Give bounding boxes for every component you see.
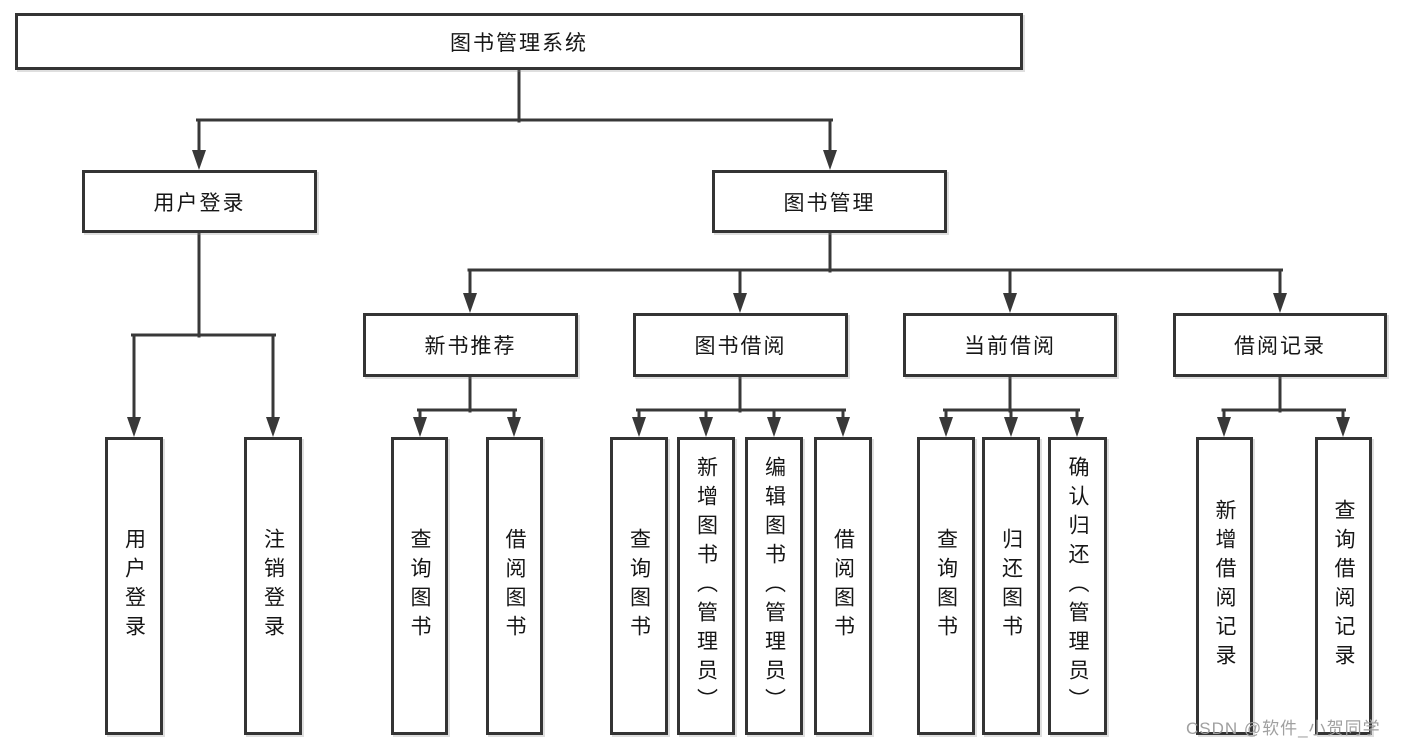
node-book-management-system-label: 图书管理系统	[450, 31, 588, 55]
leaf-add-books-admin: 新增图书（管理员）	[677, 437, 735, 735]
leaf-query-borrow-record: 查询借阅记录	[1315, 437, 1372, 735]
node-book-management-system: 图书管理系统	[15, 13, 1023, 70]
node-current-borrowing-label: 当前借阅	[964, 335, 1056, 358]
leaf-return-books-label: 归还图书	[999, 528, 1023, 644]
connector-lines	[131, 68, 1346, 421]
node-borrowing-records: 借阅记录	[1173, 313, 1387, 377]
node-book-management-label: 图书管理	[783, 191, 876, 215]
node-new-book-recommendation: 新书推荐	[363, 313, 578, 377]
node-user-login: 用户登录	[82, 170, 317, 233]
leaf-query-books-recommend-label: 查询图书	[408, 528, 432, 644]
leaf-add-borrow-record-label: 新增借阅记录	[1213, 499, 1237, 673]
leaf-user-login: 用户登录	[105, 437, 163, 735]
node-borrowing-records-label: 借阅记录	[1234, 335, 1326, 358]
leaf-query-books-recommend: 查询图书	[391, 437, 448, 735]
leaf-borrow-books: 借阅图书	[814, 437, 872, 735]
leaf-query-books-borrow-label: 查询图书	[627, 528, 651, 644]
arrowhead-icons	[127, 150, 1350, 437]
node-user-login-label: 用户登录	[153, 191, 246, 215]
leaf-add-books-admin-label: 新增图书（管理员）	[694, 455, 718, 717]
leaf-add-borrow-record: 新增借阅记录	[1196, 437, 1253, 735]
leaf-confirm-return-admin: 确认归还（管理员）	[1048, 437, 1107, 735]
leaf-confirm-return-admin-label: 确认归还（管理员）	[1066, 455, 1090, 717]
leaf-edit-books-admin-label: 编辑图书（管理员）	[762, 455, 786, 717]
watermark: CSDN @软件_小贺同学	[1186, 719, 1381, 738]
leaf-query-borrow-record-label: 查询借阅记录	[1332, 499, 1356, 673]
leaf-edit-books-admin: 编辑图书（管理员）	[745, 437, 803, 735]
node-new-book-recommendation-label: 新书推荐	[424, 335, 517, 358]
leaf-query-books-borrow: 查询图书	[610, 437, 668, 735]
leaf-logout: 注销登录	[244, 437, 302, 735]
node-current-borrowing: 当前借阅	[903, 313, 1117, 377]
node-book-borrowing-label: 图书借阅	[694, 335, 787, 358]
leaf-query-books-current-label: 查询图书	[934, 528, 958, 644]
node-book-borrowing: 图书借阅	[633, 313, 848, 377]
leaf-borrow-books-recommend: 借阅图书	[486, 437, 543, 735]
leaf-user-login-label: 用户登录	[122, 528, 146, 644]
leaf-query-books-current: 查询图书	[917, 437, 975, 735]
leaf-return-books: 归还图书	[982, 437, 1040, 735]
leaf-borrow-books-recommend-label: 借阅图书	[503, 528, 527, 644]
leaf-borrow-books-label: 借阅图书	[831, 528, 855, 644]
leaf-logout-label: 注销登录	[261, 528, 285, 644]
node-book-management: 图书管理	[712, 170, 947, 233]
